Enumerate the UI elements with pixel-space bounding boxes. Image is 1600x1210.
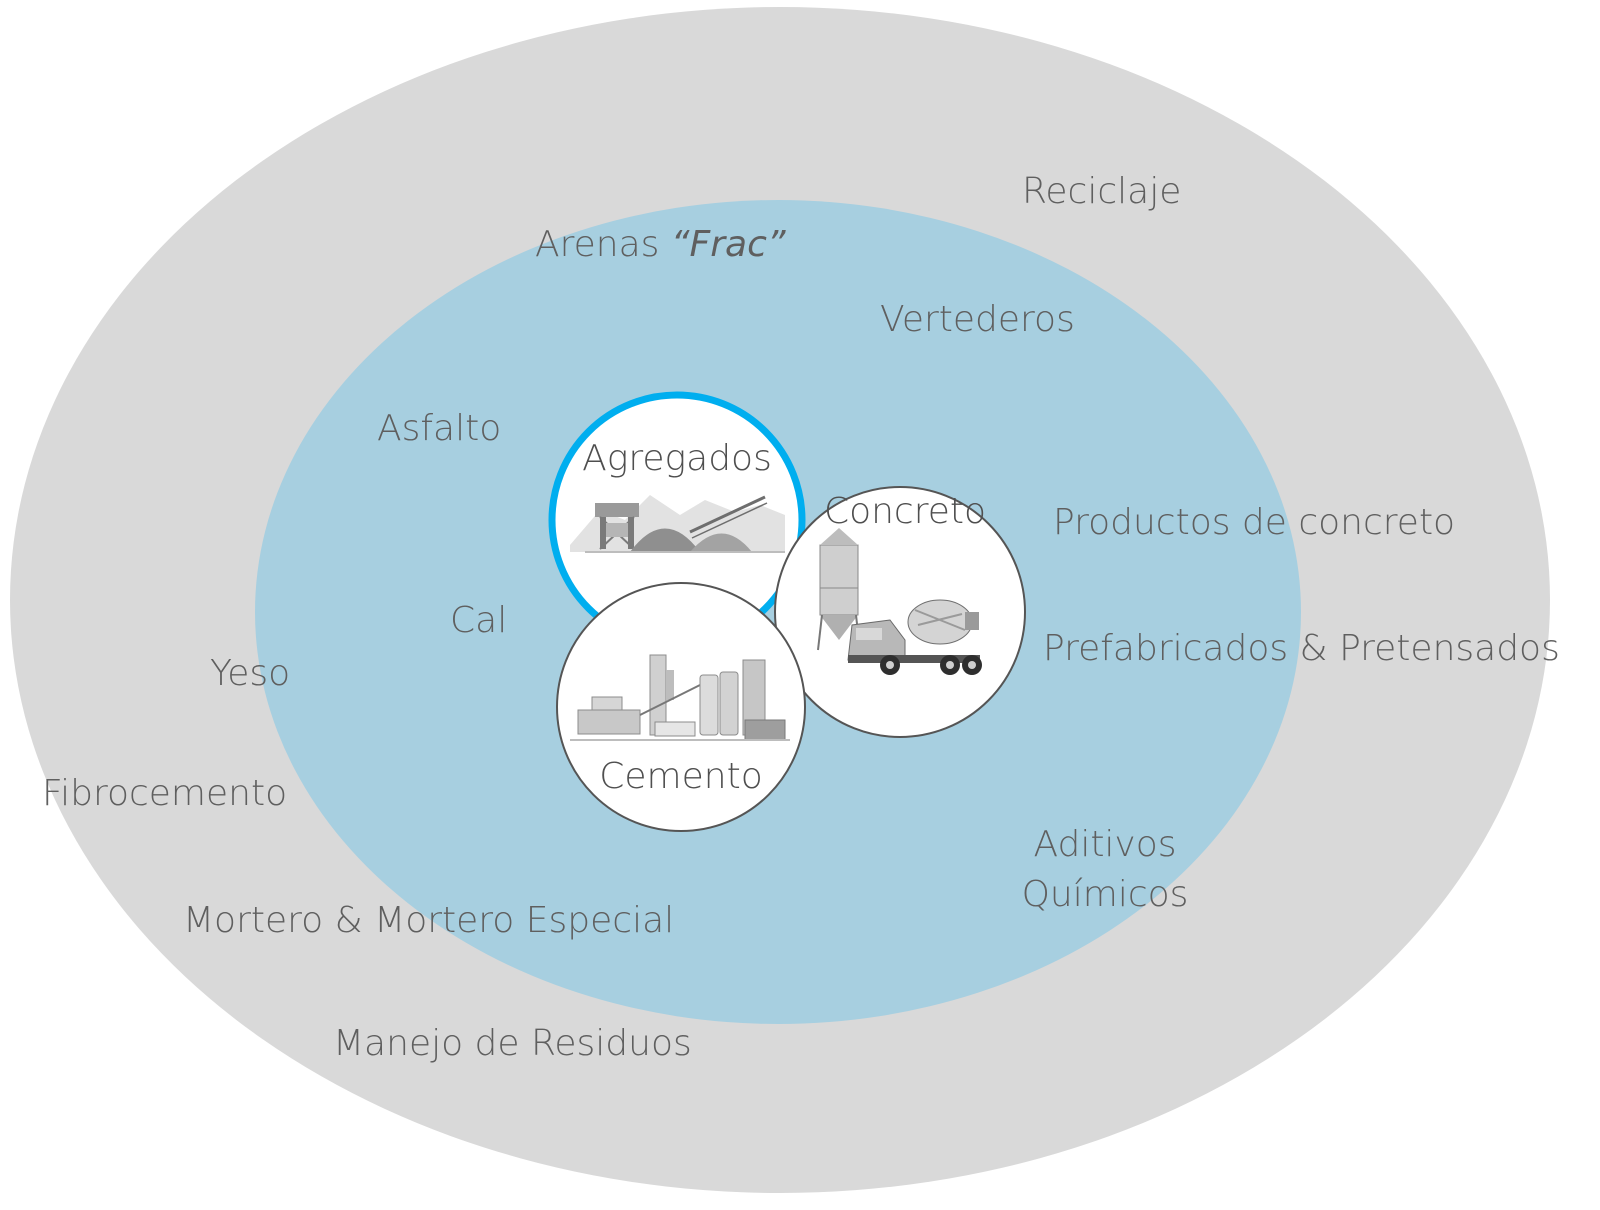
vertederos-label: Vertederos xyxy=(880,299,1075,340)
productos-concreto-label: Productos de concreto xyxy=(1053,502,1455,543)
cemento-label: Cemento xyxy=(599,756,762,797)
concreto-node: Concreto xyxy=(774,486,1026,738)
mixer-truck-icon xyxy=(817,528,982,675)
agregados-label: Agregados xyxy=(582,438,772,479)
yeso-label: Yeso xyxy=(210,653,290,694)
fibrocemento-label: Fibrocemento xyxy=(42,773,287,814)
arenas-text: Arenas xyxy=(535,224,671,265)
concreto-label: Concreto xyxy=(824,491,986,532)
frac-text: “Frac” xyxy=(671,224,786,265)
aditivos-label-line1: Aditivos xyxy=(1033,824,1176,865)
aditivos-label-line2: Químicos xyxy=(1022,874,1189,915)
asfalto-label: Asfalto xyxy=(377,408,501,449)
prefabricados-label: Prefabricados & Pretensados xyxy=(1043,628,1560,669)
cement-plant-icon xyxy=(570,654,790,741)
cemento-circle xyxy=(556,582,806,832)
cal-label: Cal xyxy=(450,600,507,641)
quarry-plant-icon xyxy=(570,495,785,553)
arenas-frac-label: Arenas “Frac” xyxy=(535,224,786,265)
cemento-node: Cemento xyxy=(556,582,806,832)
agregados-node: Agregados xyxy=(548,391,806,649)
manejo-residuos-label: Manejo de Residuos xyxy=(333,1023,692,1064)
mortero-label: Mortero & Mortero Especial xyxy=(183,900,674,941)
reciclaje-label: Reciclaje xyxy=(1022,171,1181,212)
